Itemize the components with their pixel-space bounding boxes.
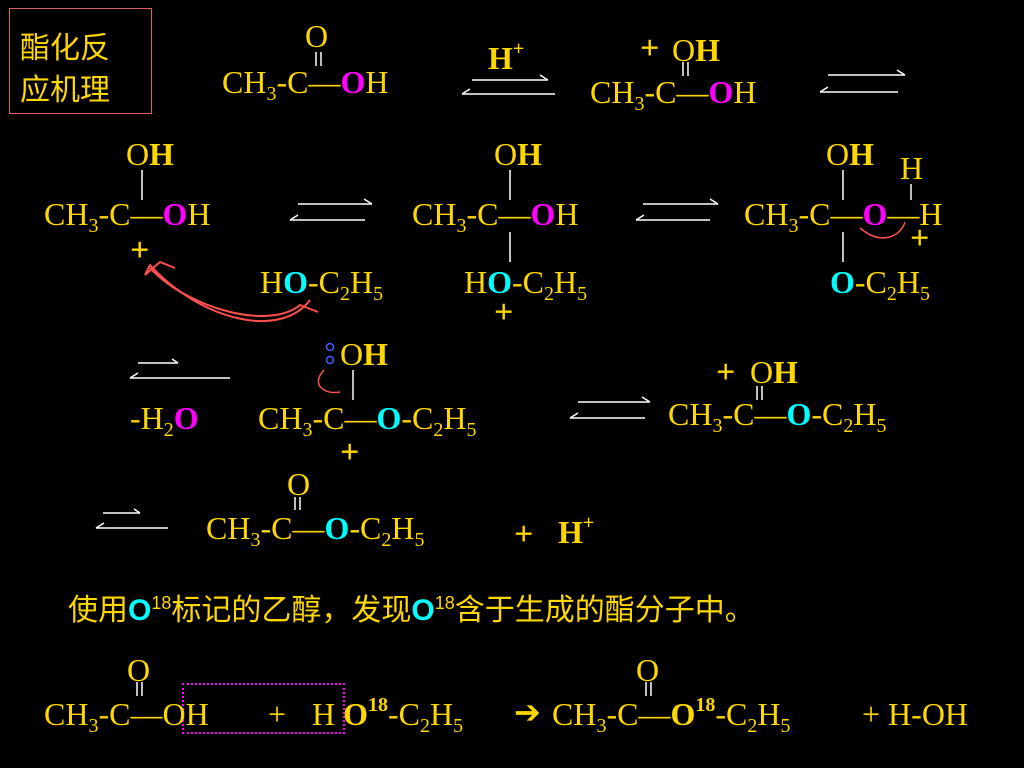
intermediate-3: CH3-C—O—H (744, 196, 943, 237)
plus-5: + (268, 696, 287, 732)
highlight-box (182, 683, 345, 734)
ester-18: CH3-C—O18-C2H5 (552, 694, 791, 737)
plus-charge-4: + (910, 220, 930, 257)
intermediate-2: CH3-C—OH (412, 196, 579, 237)
h-plus-2: H+ (558, 512, 595, 550)
ethoxy-1: O-C2H5 (830, 264, 930, 305)
ethanol-1: HO-C2H5 (260, 264, 384, 305)
plus-charge-6: + (716, 354, 736, 391)
oh-3b: OH (750, 354, 798, 390)
oh-3a: OH (340, 336, 388, 372)
oh-2c: OH (826, 136, 874, 172)
ethyl-acetate: CH3-C—O-C2H5 (206, 510, 425, 551)
carbocation-1: CH3-C—OH (44, 196, 211, 237)
title-box: 酯化反 应机理 (9, 8, 152, 114)
plus-charge-1: + (640, 30, 660, 67)
plus-4: + (514, 516, 534, 553)
acid-5: CH3-C—OH (44, 696, 209, 737)
plus-charge-3: + (494, 294, 514, 331)
plus-charge-5: + (340, 434, 360, 471)
carbonyl-o-5b: O (636, 652, 660, 688)
acetic-acid-2: CH3-C—OH (590, 74, 757, 115)
acetic-acid-1: CH3-C—OH (222, 64, 389, 105)
protonated-ester: CH3-C—O-C2H5 (668, 396, 887, 437)
water: + H-OH (862, 696, 969, 732)
plus-charge-2: + (130, 232, 150, 269)
isotope-note: 使用O18标记的乙醇，发现O18含于生成的酯分子中。 (68, 593, 755, 628)
h-top-2c: H (900, 150, 924, 186)
title-line-1: 酯化反 (20, 31, 110, 66)
carbonyl-o-5a: O (127, 652, 151, 688)
reaction-arrow: ➔ (514, 694, 541, 730)
protonated-oh-1: OH (672, 32, 720, 68)
h-plus-1: H+ (488, 38, 525, 76)
ester-carbocation: CH3-C—O-C2H5 (258, 400, 477, 441)
oh-2a: OH (126, 136, 174, 172)
minus-water: -H2O (130, 400, 199, 441)
ethanol-2: HO-C2H5 (464, 264, 588, 305)
carbonyl-o-1: O (305, 18, 329, 54)
oh-2b: OH (494, 136, 542, 172)
title-line-2: 应机理 (20, 73, 110, 108)
carbonyl-o-4: O (287, 466, 311, 502)
ethanol-18: H O18-C2H5 (312, 694, 464, 737)
